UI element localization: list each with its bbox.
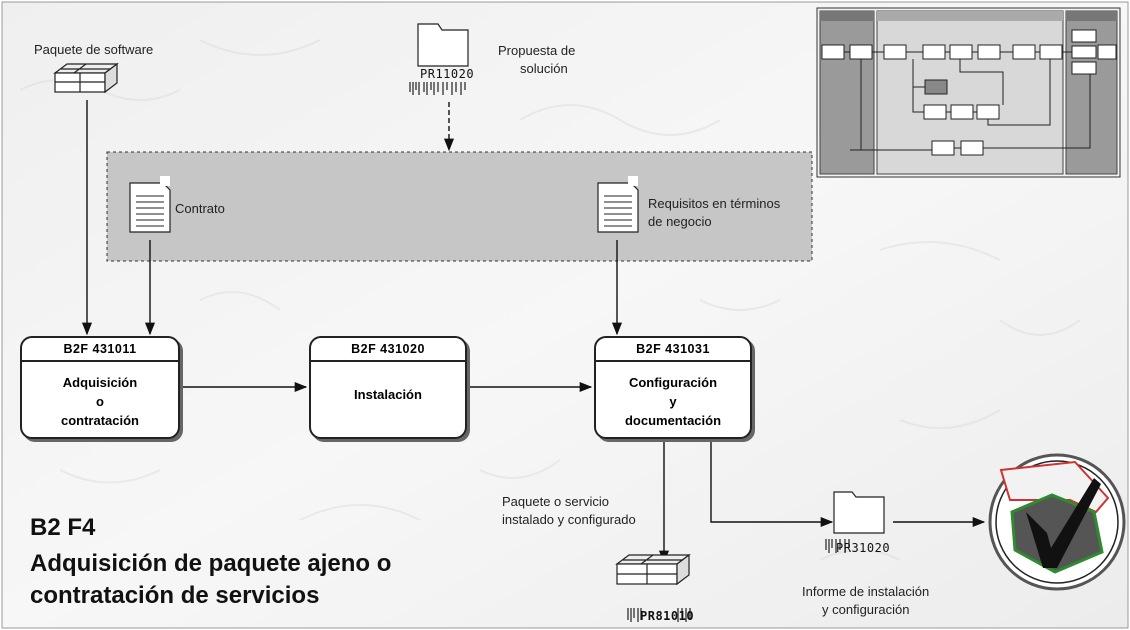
process-box-installation[interactable]: B2F 431020 Instalación bbox=[309, 336, 467, 439]
solution-proposal-barcode bbox=[409, 82, 466, 95]
process-name: Configuración y documentación bbox=[624, 375, 722, 428]
solution-proposal-code: PR11020 bbox=[420, 67, 475, 81]
solution-proposal-folder-icon bbox=[417, 23, 469, 67]
installation-report-label-line2: y configuración bbox=[822, 602, 910, 617]
process-name: Adquisición o contratación bbox=[60, 375, 139, 428]
diagram-title-line2: contratación de servicios bbox=[30, 582, 320, 609]
software-package-label: Paquete de software bbox=[34, 42, 154, 57]
solution-proposal-label-line1: Propuesta de bbox=[498, 43, 576, 58]
process-code: B2F 431020 bbox=[351, 342, 425, 356]
process-code: B2F 431011 bbox=[63, 342, 137, 356]
contract-label: Contrato bbox=[175, 201, 225, 216]
installation-report-barcode bbox=[825, 539, 850, 553]
installation-report-code: PR31020 bbox=[836, 541, 891, 555]
process-box-configuration[interactable]: B2F 431031 Configuración y documentación bbox=[594, 336, 752, 439]
paper-texture bbox=[19, 39, 1081, 561]
installed-package-label-line2: instalado y configurado bbox=[502, 512, 636, 527]
solution-proposal-label-line2: solución bbox=[520, 61, 568, 76]
minimap-thumbnail bbox=[816, 7, 1121, 178]
process-divider bbox=[596, 360, 750, 362]
process-divider bbox=[22, 360, 178, 362]
requirements-label-line2: de negocio bbox=[648, 214, 712, 229]
contract-document-icon bbox=[129, 182, 171, 233]
completion-check-icon bbox=[988, 453, 1126, 591]
process-code: B2F 431031 bbox=[636, 342, 710, 356]
requirements-label-line1: Requisitos en términos bbox=[648, 196, 781, 211]
installed-package-icon bbox=[615, 553, 691, 586]
installation-report-label-line1: Informe de instalación bbox=[802, 584, 930, 599]
requirements-document-icon bbox=[597, 182, 639, 233]
diagram-code: B2 F4 bbox=[30, 514, 96, 541]
process-divider bbox=[311, 360, 465, 362]
software-package-icon bbox=[53, 62, 119, 94]
connectors bbox=[81, 100, 986, 564]
installed-package-code: PR81010 bbox=[640, 609, 695, 623]
process-name: Instalación bbox=[354, 387, 422, 402]
documents-region bbox=[106, 151, 813, 262]
process-box-acquisition[interactable]: B2F 431011 Adquisición o contratación bbox=[20, 336, 180, 439]
installed-package-label-line1: Paquete o servicio bbox=[502, 494, 609, 509]
installation-report-folder-icon bbox=[833, 491, 885, 534]
diagram-title-line1: Adquisición de paquete ajeno o bbox=[30, 550, 392, 577]
installed-package-barcode bbox=[627, 608, 691, 622]
